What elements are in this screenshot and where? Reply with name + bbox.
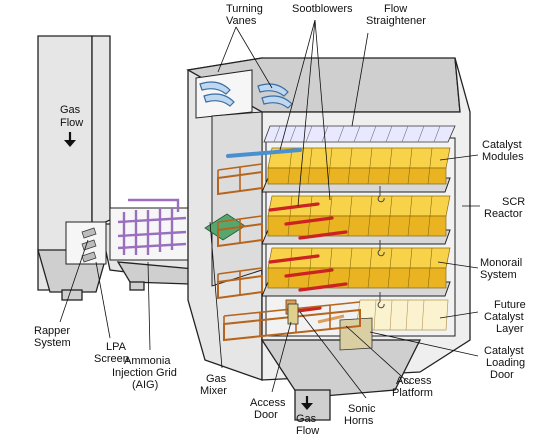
svg-text:Future: Future	[494, 299, 526, 311]
label-rapper-system: Rapper System	[34, 325, 71, 349]
svg-text:Straightener: Straightener	[366, 15, 426, 27]
svg-text:Turning: Turning	[226, 3, 263, 15]
leader-lines	[59, 19, 480, 399]
svg-text:Platform: Platform	[392, 387, 433, 399]
label-access-door: Access Door	[250, 397, 286, 421]
label-catalyst-loading-door: Catalyst Loading Door	[484, 345, 525, 381]
label-flow-straightener: Flow Straightener	[366, 3, 426, 27]
svg-text:Catalyst: Catalyst	[484, 345, 524, 357]
svg-text:Modules: Modules	[482, 151, 524, 163]
label-monorail-system: Monorail System	[480, 257, 522, 281]
access-door	[287, 303, 299, 325]
svg-text:Access: Access	[396, 375, 432, 387]
label-sonic-horns: Sonic Horns	[344, 403, 376, 427]
svg-text:Gas: Gas	[206, 373, 227, 385]
svg-text:Screen: Screen	[94, 353, 129, 365]
svg-text:Layer: Layer	[496, 323, 524, 335]
arrow-down-icon	[301, 396, 313, 410]
svg-text:Ammonia: Ammonia	[124, 355, 171, 367]
inlet-duct	[37, 35, 207, 301]
gas-mixer	[204, 111, 263, 287]
arrow-down-icon	[64, 132, 76, 147]
label-sootblowers: Sootblowers	[292, 3, 353, 15]
svg-text:Sonic: Sonic	[348, 403, 376, 415]
svg-text:Reactor: Reactor	[484, 208, 523, 220]
svg-text:System: System	[480, 269, 517, 281]
svg-text:Vanes: Vanes	[226, 15, 257, 27]
catalyst-layers	[261, 147, 451, 331]
flow-straightener	[263, 125, 456, 143]
label-catalyst-modules: Catalyst Modules	[482, 139, 524, 163]
label-lpa-screen: LPA Screen	[94, 341, 129, 365]
label-scr-reactor: SCR Reactor	[484, 196, 525, 220]
svg-text:Injection Grid: Injection Grid	[112, 367, 177, 379]
svg-text:(AIG): (AIG)	[132, 379, 158, 391]
svg-text:Horns: Horns	[344, 415, 374, 427]
label-gas-flow-in: Gas Flow	[60, 104, 83, 129]
monorail-system	[377, 186, 385, 309]
svg-text:Gas: Gas	[296, 413, 317, 425]
svg-text:Loading: Loading	[486, 357, 525, 369]
svg-text:Flow: Flow	[384, 3, 407, 15]
svg-text:SCR: SCR	[502, 196, 525, 208]
svg-text:Flow: Flow	[60, 117, 83, 129]
label-aig: Ammonia Injection Grid (AIG)	[112, 355, 177, 391]
svg-text:Door: Door	[254, 409, 278, 421]
svg-text:LPA: LPA	[106, 341, 127, 353]
rapper-blades	[81, 227, 97, 263]
svg-text:Catalyst: Catalyst	[482, 139, 522, 151]
svg-text:Flow: Flow	[296, 425, 319, 437]
label-gas-mixer: Gas Mixer	[200, 373, 227, 397]
svg-text:Monorail: Monorail	[480, 257, 522, 269]
label-gas-flow-out: Gas Flow	[296, 413, 319, 437]
svg-text:Catalyst: Catalyst	[484, 311, 524, 323]
label-future-catalyst-layer: Future Catalyst Layer	[484, 299, 526, 335]
svg-text:Access: Access	[250, 397, 286, 409]
label-access-platform: Access Platform	[392, 375, 433, 399]
svg-text:Door: Door	[490, 369, 514, 381]
svg-text:System: System	[34, 337, 71, 349]
svg-text:Gas: Gas	[60, 104, 81, 116]
svg-text:Rapper: Rapper	[34, 325, 70, 337]
ammonia-injection-grid	[109, 198, 191, 261]
svg-text:Mixer: Mixer	[200, 385, 227, 397]
label-turning-vanes: Turning Vanes	[226, 3, 263, 27]
